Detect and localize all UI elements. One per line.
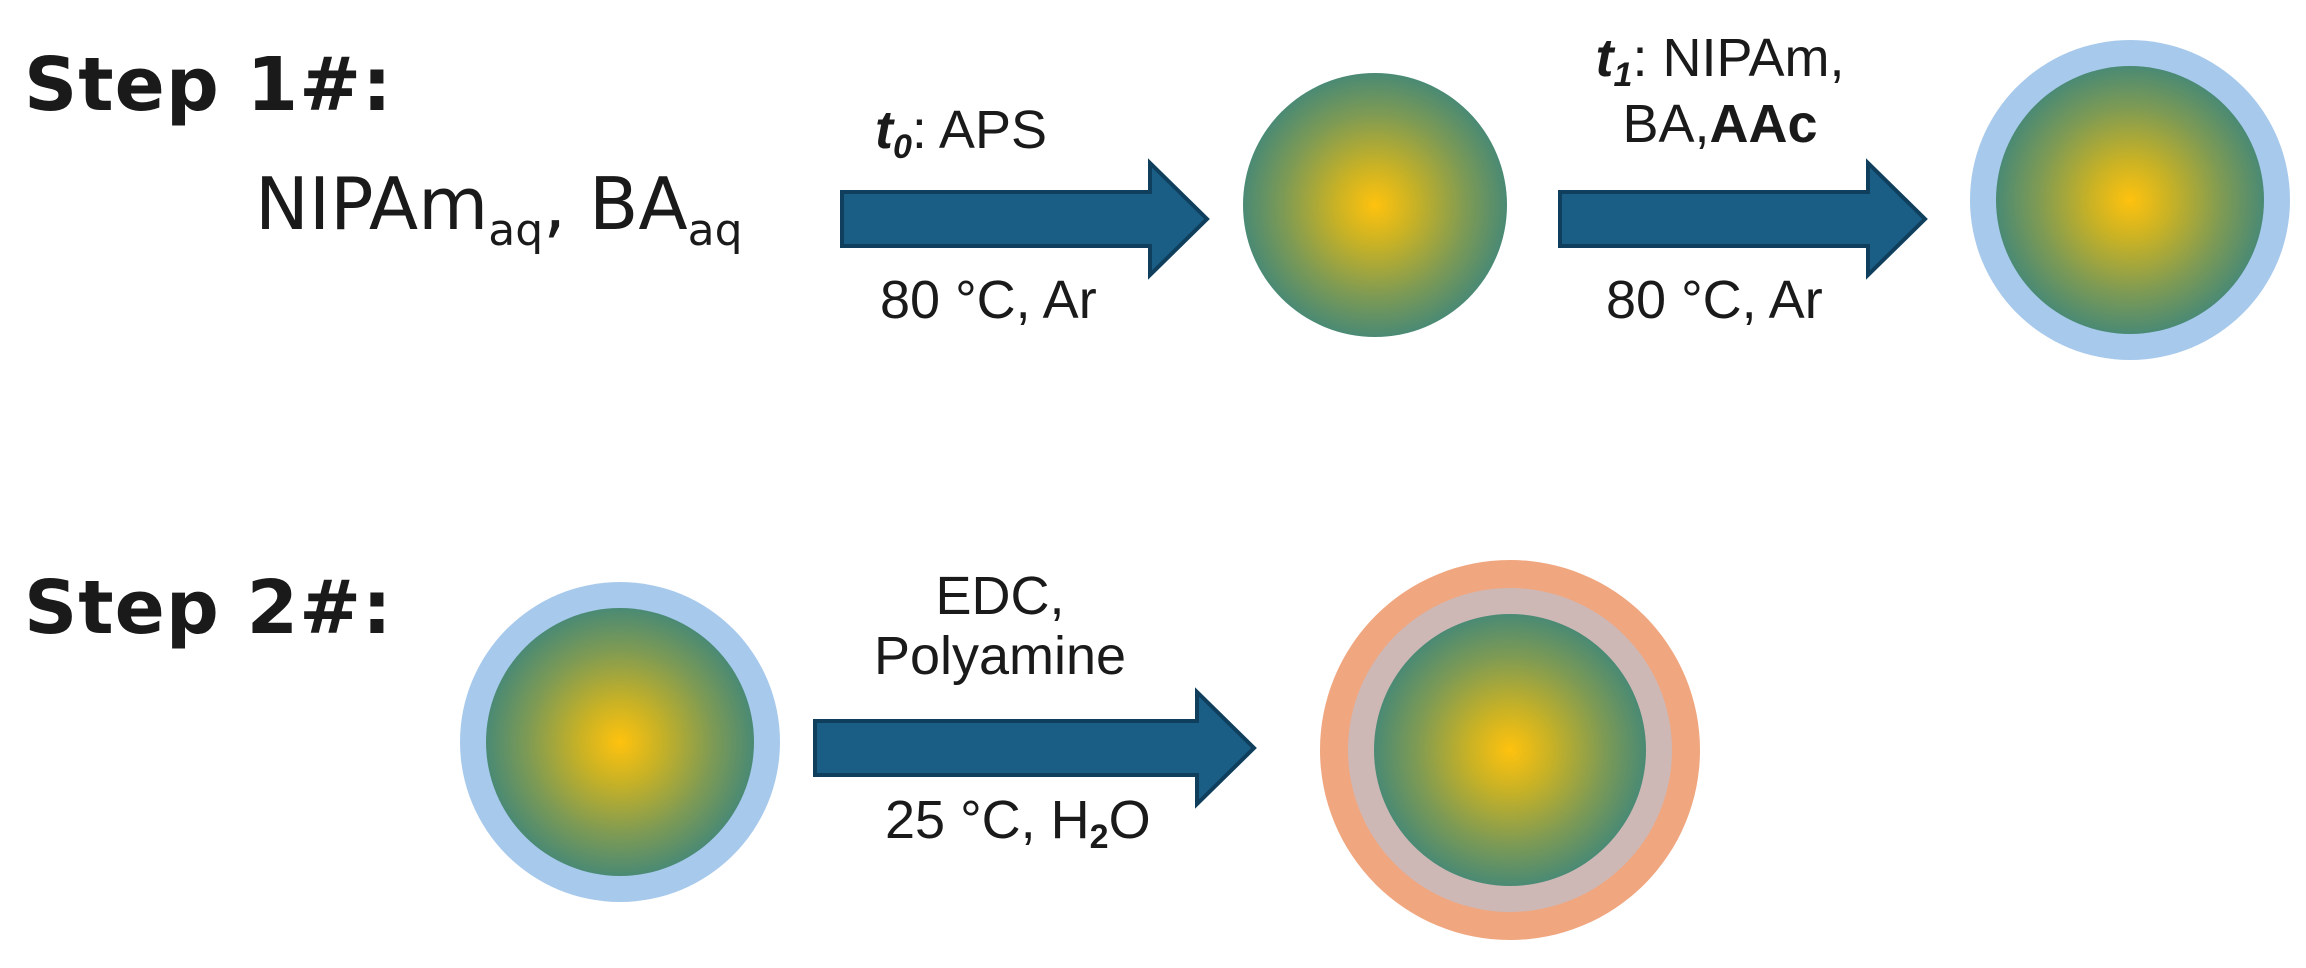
core-double-shell-particle-icon bbox=[1320, 560, 1700, 940]
step1-reagents: NIPAmaq, BAaq bbox=[255, 162, 743, 256]
temperature-solvent-text: 25 °C, H bbox=[885, 790, 1090, 850]
aac-reagent-text: AAc bbox=[1709, 94, 1818, 155]
ba-subscript: aq bbox=[687, 205, 743, 256]
t1-symbol: t bbox=[1595, 28, 1614, 88]
core-shell-particle-icon bbox=[460, 582, 780, 902]
h2o-o-text: O bbox=[1108, 790, 1151, 850]
right-arrow-icon bbox=[1558, 158, 1928, 280]
step2-condition-above: EDC, Polyamine bbox=[830, 566, 1170, 687]
arrow2-condition-above: t1: NIPAm, BA,AAc bbox=[1560, 28, 1880, 155]
core-shell-particle-icon bbox=[1970, 40, 2290, 360]
nipam-reagent-text: : NIPAm, bbox=[1632, 28, 1845, 88]
step2-condition-below: 25 °C, H2O bbox=[885, 790, 1151, 856]
step2-label: Step 2#: bbox=[24, 565, 393, 651]
ba-reagent-text: BA, bbox=[1622, 94, 1710, 155]
step1-label: Step 1#: bbox=[24, 42, 393, 128]
ba-text: BA bbox=[588, 162, 688, 246]
t0-subscript: 0 bbox=[892, 128, 912, 166]
h2o-subscript: 2 bbox=[1089, 818, 1109, 856]
t0-symbol: t bbox=[875, 100, 893, 160]
arrow1-condition-above: t0: APS bbox=[875, 100, 1047, 166]
core-particle-icon bbox=[1243, 73, 1507, 337]
nipam-text: NIPAm bbox=[255, 162, 489, 246]
nipam-subscript: aq bbox=[488, 205, 544, 256]
t1-subscript: 1 bbox=[1613, 56, 1633, 94]
separator: , bbox=[543, 162, 589, 246]
arrow1-condition-below: 80 °C, Ar bbox=[880, 270, 1097, 330]
arrow2-condition-below: 80 °C, Ar bbox=[1606, 270, 1823, 330]
edc-text: EDC, bbox=[935, 566, 1065, 626]
right-arrow-icon bbox=[813, 687, 1257, 809]
polyamine-text: Polyamine bbox=[873, 626, 1127, 687]
aps-text: : APS bbox=[911, 100, 1047, 160]
right-arrow-icon bbox=[840, 158, 1210, 280]
